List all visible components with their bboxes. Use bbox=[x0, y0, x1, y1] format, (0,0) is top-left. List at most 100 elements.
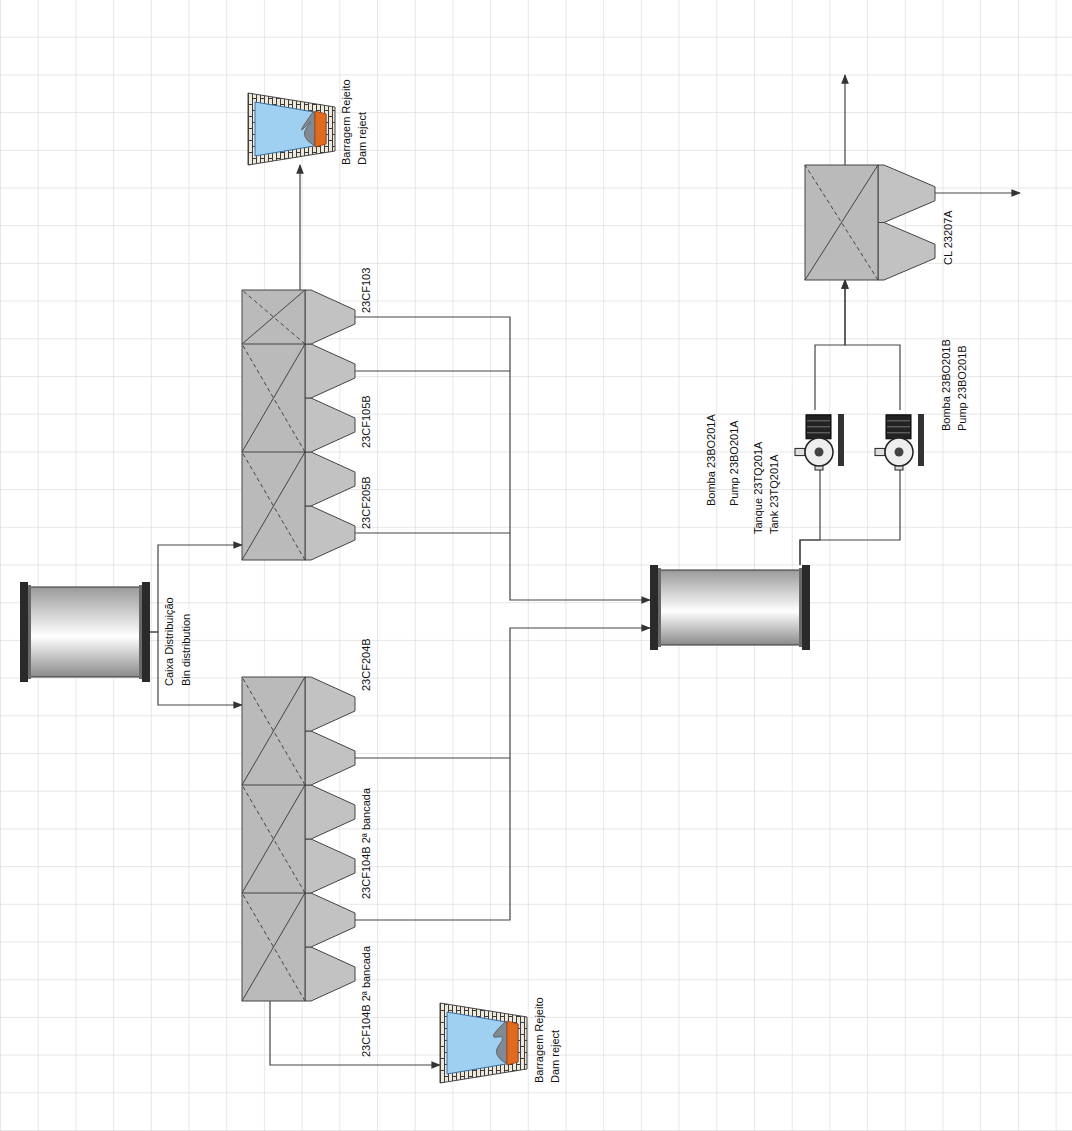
shape-outline bbox=[242, 290, 355, 560]
cell-diagonal bbox=[242, 452, 305, 560]
hopper bbox=[305, 947, 355, 1001]
cell-diagonal bbox=[242, 290, 305, 344]
underflow-line bbox=[935, 192, 1020, 193]
tank-flange bbox=[20, 582, 28, 682]
cell-divider bbox=[242, 344, 305, 345]
cell-diagonal bbox=[242, 677, 305, 785]
distribution-tank: Caixa DistribuiçãoBin distribution bbox=[20, 582, 150, 682]
hopper bbox=[305, 506, 355, 560]
pump-volute bbox=[805, 438, 833, 466]
node-label: Bomba 23BO201B bbox=[940, 339, 953, 431]
shape-outline bbox=[805, 165, 935, 280]
pipe-connector bbox=[845, 280, 900, 410]
cell-diagonal bbox=[242, 344, 305, 452]
cell-diagonal bbox=[805, 165, 878, 280]
cell-diagonal bbox=[242, 452, 305, 560]
cell-divider bbox=[242, 893, 305, 894]
node-label: 23CF105B bbox=[360, 395, 373, 448]
shape-outline bbox=[875, 410, 925, 470]
pipe-connector bbox=[815, 280, 845, 410]
dam-liner bbox=[315, 111, 326, 147]
tank-flange bbox=[142, 582, 150, 682]
pump-eye bbox=[895, 448, 904, 457]
tank-rim bbox=[139, 585, 142, 679]
pipe-connector bbox=[800, 470, 820, 565]
cell-diagonal bbox=[242, 290, 305, 344]
feed-line bbox=[355, 370, 510, 371]
unit-body bbox=[242, 677, 305, 1001]
motor-rib bbox=[887, 432, 910, 433]
pipe-connector bbox=[355, 628, 650, 920]
cell-diagonal bbox=[242, 785, 305, 893]
shape-outline bbox=[248, 93, 335, 165]
cell-diagonal bbox=[805, 165, 878, 280]
pump-base bbox=[838, 414, 844, 466]
feed-line bbox=[355, 532, 510, 533]
node-label: Pump 23BO201A bbox=[728, 420, 741, 506]
node-label: Barragem Rejeito bbox=[533, 997, 546, 1083]
tank-rim bbox=[799, 568, 802, 647]
node-label: 23CF204B bbox=[360, 638, 373, 691]
storage-tank: Tanque 23TQ201ATank 23TQ201A bbox=[650, 565, 810, 650]
cell-diagonal bbox=[242, 893, 305, 1001]
pump-volute bbox=[885, 438, 913, 466]
shape-outline bbox=[20, 582, 150, 682]
node-label: Tanque 23TQ201A bbox=[752, 442, 765, 534]
hopper bbox=[305, 785, 355, 839]
dam-wall bbox=[440, 1003, 527, 1083]
tailings-dam: Barragem RejeitoDam reject bbox=[248, 93, 335, 165]
node-label: Barragem Rejeito bbox=[340, 79, 353, 165]
hopper bbox=[305, 893, 355, 947]
pump-symbol: Bomba 23BO201APump 23BO201A bbox=[795, 410, 845, 470]
overflow-line bbox=[844, 75, 845, 165]
unit-body bbox=[805, 165, 878, 280]
cell-diagonal bbox=[242, 785, 305, 893]
cell-diagonal bbox=[242, 893, 305, 1001]
shape-outline bbox=[242, 677, 355, 1001]
node-label: Dam reject bbox=[549, 1030, 562, 1083]
node-label: Caixa Distribuição bbox=[163, 597, 176, 686]
hopper bbox=[878, 223, 935, 281]
dam-sediment bbox=[301, 112, 315, 146]
shape-outline bbox=[795, 410, 845, 470]
node-label: Bin distribution bbox=[180, 614, 193, 686]
dam-liner bbox=[507, 1021, 518, 1065]
motor-rib bbox=[807, 432, 830, 433]
pump-motor bbox=[886, 415, 911, 439]
motor-rib bbox=[887, 426, 910, 427]
hopper bbox=[305, 398, 355, 452]
tank-flange bbox=[650, 565, 658, 650]
motor-rib bbox=[807, 426, 830, 427]
hopper bbox=[305, 731, 355, 785]
tank-body bbox=[28, 587, 142, 677]
hopper bbox=[305, 839, 355, 893]
tailings-dam: Barragem RejeitoDam reject bbox=[440, 1003, 527, 1083]
tank-rim bbox=[658, 568, 661, 647]
hopper bbox=[305, 677, 355, 731]
pump-motor bbox=[806, 415, 831, 439]
pipe-connector bbox=[800, 470, 900, 565]
shape-outline bbox=[650, 565, 810, 650]
pump-symbol: Bomba 23BO201BPump 23BO201B bbox=[875, 410, 925, 470]
unit-body bbox=[242, 290, 305, 560]
motor-rib bbox=[807, 420, 830, 421]
cell-diagonal bbox=[242, 344, 305, 452]
node-label: 23CF103 bbox=[360, 268, 373, 313]
tank-flange bbox=[802, 565, 810, 650]
dam-water bbox=[255, 102, 326, 156]
pipe-connector bbox=[299, 165, 300, 290]
pump-eye bbox=[815, 448, 824, 457]
classifier: CL 23207A bbox=[805, 165, 935, 280]
dam-water bbox=[447, 1012, 518, 1074]
node-label: Pump 23BO201B bbox=[956, 345, 969, 431]
hopper bbox=[305, 290, 355, 344]
tank-rim bbox=[28, 585, 31, 679]
pump-base bbox=[918, 414, 924, 466]
node-label: Tank 23TQ201A bbox=[768, 455, 781, 535]
node-label: CL 23207A bbox=[942, 210, 955, 265]
pump-outlet bbox=[795, 448, 805, 455]
pipe-connector bbox=[355, 317, 650, 600]
